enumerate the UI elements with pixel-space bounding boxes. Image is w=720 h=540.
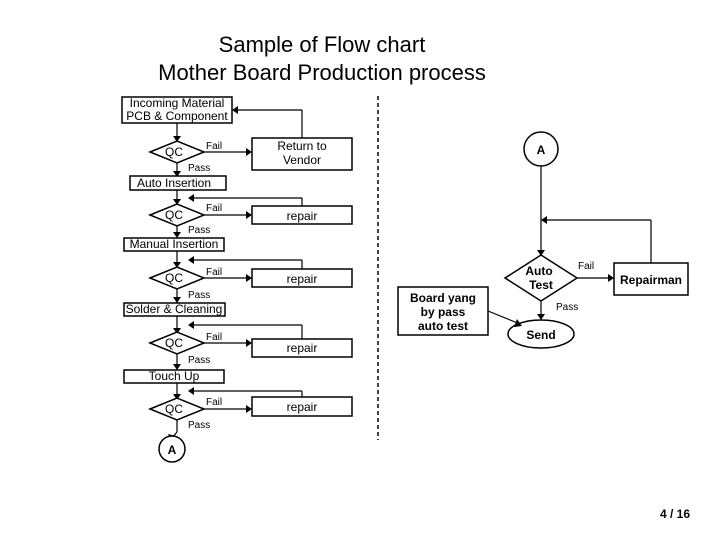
- repair-box-3: repair: [251, 338, 353, 358]
- fail-label-4: Fail: [206, 332, 222, 343]
- auto-insertion-label: Auto Insertion: [137, 176, 211, 190]
- repair-box-2: repair: [251, 268, 353, 288]
- touch-up-box: Touch Up: [123, 369, 225, 384]
- bypass-note-box: Board yang by pass auto test: [397, 286, 489, 336]
- pass-label-5: Pass: [188, 420, 210, 431]
- connector-a-bottom-label: A: [168, 443, 177, 457]
- qc-label-1: QC: [165, 145, 183, 159]
- return-vendor-2: Vendor: [283, 153, 321, 167]
- qc-label-4: QC: [165, 336, 183, 350]
- fail-label-auto-test: Fail: [578, 261, 594, 272]
- repairman-box: Repairman: [613, 262, 689, 296]
- auto-test-diamond: Auto Test: [503, 254, 579, 302]
- pass-label-1: Pass: [188, 163, 210, 174]
- incoming-material-box: Incoming Material PCB & Component: [121, 96, 233, 124]
- qc-diamond-2: QC: [148, 203, 206, 227]
- repair-box-1: repair: [251, 205, 353, 225]
- auto-insertion-box: Auto Insertion: [129, 175, 227, 191]
- bypass-note-3: auto test: [418, 319, 468, 333]
- bypass-note-2: by pass: [421, 305, 466, 319]
- pass-label-3: Pass: [188, 290, 210, 301]
- qc-diamond-4: QC: [148, 331, 206, 355]
- fail-label-3: Fail: [206, 267, 222, 278]
- qc-label-5: QC: [165, 402, 183, 416]
- qc-label-3: QC: [165, 271, 183, 285]
- send-terminal: Send: [507, 319, 575, 349]
- qc-diamond-5: QC: [148, 397, 206, 421]
- pass-label-4: Pass: [188, 355, 210, 366]
- connector-a-top: A: [523, 131, 559, 167]
- fail-label-2: Fail: [206, 203, 222, 214]
- repair-box-4: repair: [251, 396, 353, 417]
- fail-label-1: Fail: [206, 141, 222, 152]
- connector-a-bottom: A: [158, 435, 186, 463]
- solder-cleaning-label: Solder & Cleaning: [126, 302, 223, 316]
- auto-test-label-2: Test: [529, 278, 553, 292]
- return-vendor-1: Return to: [277, 139, 327, 153]
- auto-test-label-1: Auto: [525, 264, 552, 278]
- bypass-note-1: Board yang: [410, 291, 476, 305]
- qc-diamond-3: QC: [148, 266, 206, 290]
- qc-diamond-1: QC: [148, 140, 206, 164]
- pass-label-auto-test: Pass: [556, 302, 578, 313]
- send-label: Send: [526, 328, 555, 342]
- return-to-vendor-box: Return to Vendor: [251, 137, 353, 171]
- qc-label-2: QC: [165, 208, 183, 222]
- solder-cleaning-box: Solder & Cleaning: [123, 302, 226, 317]
- title-line1: Sample of Flow chart: [219, 32, 426, 57]
- repairman-label: Repairman: [620, 273, 682, 287]
- incoming-label-2: PCB & Component: [126, 109, 228, 123]
- page-number: 4 / 16: [660, 507, 690, 521]
- pass-label-2: Pass: [188, 225, 210, 236]
- title-line2: Mother Board Production process: [158, 60, 486, 85]
- repair-label-2: repair: [287, 272, 318, 286]
- touch-up-label: Touch Up: [149, 369, 200, 383]
- incoming-label-1: Incoming Material: [130, 96, 225, 110]
- repair-label-4: repair: [287, 400, 318, 414]
- manual-insertion-label: Manual Insertion: [130, 237, 219, 251]
- repair-label-3: repair: [287, 341, 318, 355]
- fail-label-5: Fail: [206, 397, 222, 408]
- repair-label-1: repair: [287, 209, 318, 223]
- manual-insertion-box: Manual Insertion: [123, 237, 225, 252]
- connector-a-top-label: A: [537, 143, 546, 157]
